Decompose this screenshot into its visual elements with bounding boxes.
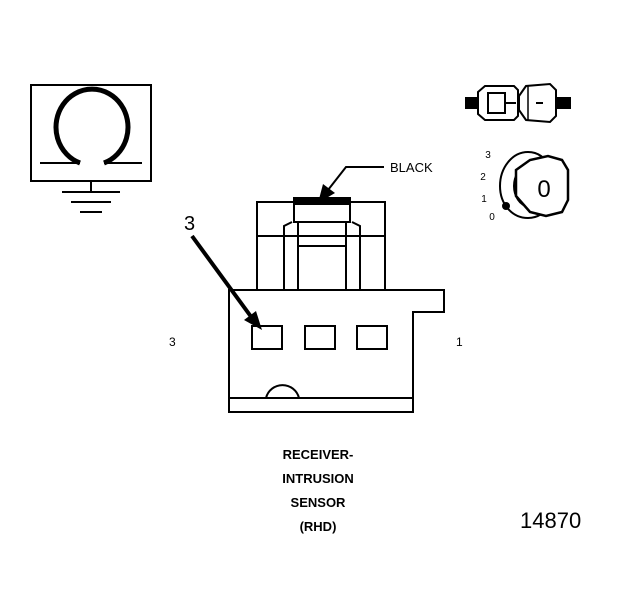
terminal-cavity-1 <box>356 325 388 350</box>
caption-line: RECEIVER- <box>282 447 354 462</box>
figure-number: 14870 <box>520 508 582 533</box>
caption-line: INTRUSION <box>282 471 354 486</box>
key-position-2: 2 <box>480 172 486 183</box>
caption-line: (RHD) <box>299 519 337 534</box>
ground-symbol-icon <box>30 84 152 213</box>
wire-color-label: BLACK <box>390 160 433 175</box>
caption-line: SENSOR <box>290 495 346 510</box>
wire-color-leader: BLACK <box>318 160 433 203</box>
pin-label-left: 3 <box>169 335 176 349</box>
component-caption: RECEIVER- INTRUSION SENSOR (RHD) <box>248 443 388 539</box>
terminal-cavity-2 <box>304 325 336 350</box>
ignition-key-icon: 0 3 2 1 0 <box>480 150 570 223</box>
terminal-cavity-3 <box>251 325 283 350</box>
connector-body <box>228 197 445 413</box>
key-position-0: 0 <box>489 212 495 223</box>
key-face-text: 0 <box>537 176 550 203</box>
pin-label-right: 1 <box>456 335 463 349</box>
callout-number: 3 <box>184 213 195 235</box>
key-position-3: 3 <box>485 150 491 161</box>
key-position-dot <box>502 202 510 210</box>
key-position-1: 1 <box>481 194 487 205</box>
connector-plug-icon <box>465 82 571 124</box>
callout-arrow: 3 <box>184 213 262 330</box>
